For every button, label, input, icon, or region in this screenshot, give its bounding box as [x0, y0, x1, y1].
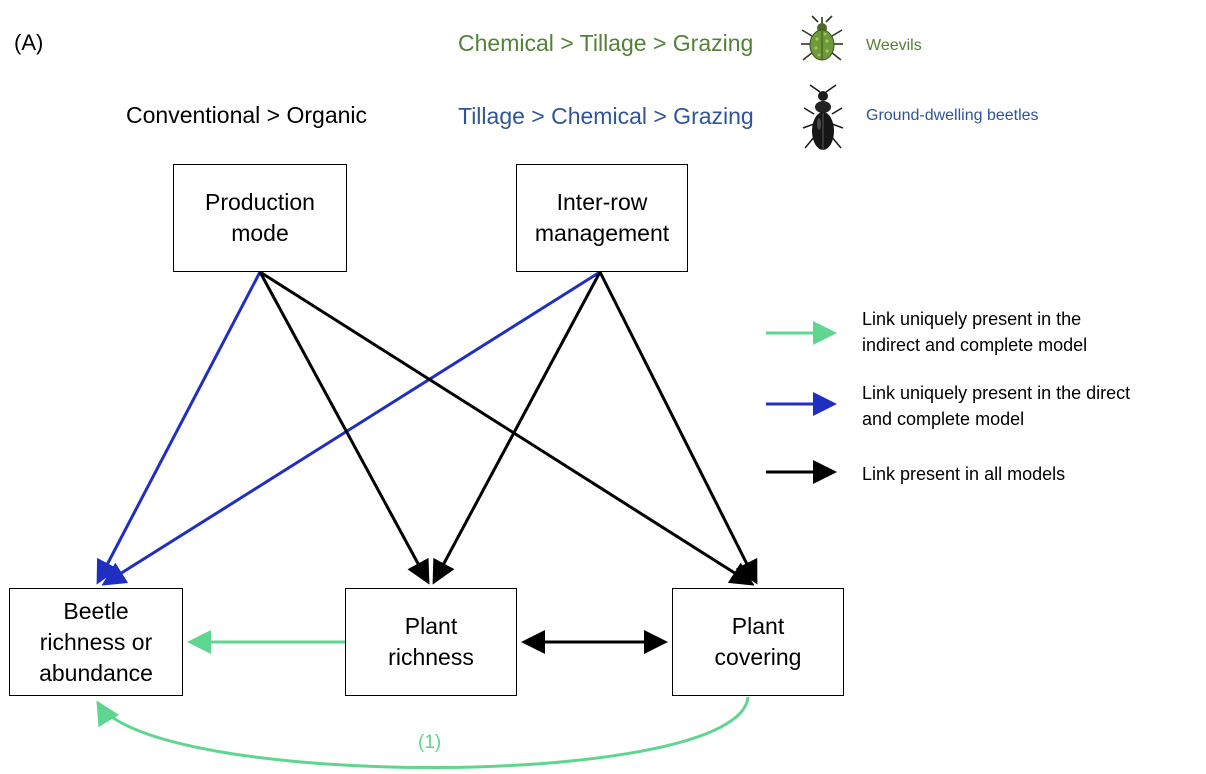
legend-green-label: Link uniquely present in the indirect an…: [862, 309, 1088, 355]
node-production-mode: Production mode: [173, 164, 347, 272]
legend-blue-label: Link uniquely present in the direct and …: [862, 383, 1131, 429]
node-plant-richness-label: Plant richness: [388, 613, 474, 670]
node-plant-richness: Plant richness: [345, 588, 517, 696]
node-inter-row-management-label: Inter-row management: [534, 189, 670, 246]
node-production-mode-label: Production mode: [205, 189, 315, 246]
ground-beetle-icon: [802, 84, 844, 150]
production-mode-ranking: Conventional > Organic: [126, 102, 368, 128]
link-production-to-richness: [258, 271, 430, 585]
link-interrow-to-richness: [432, 271, 602, 585]
node-inter-row-management: Inter-row management: [516, 164, 688, 272]
ground-beetles-label: Ground-dwelling beetles: [866, 107, 1039, 124]
link-annotation: (1): [418, 732, 442, 753]
legend-black-label: Link present in all models: [862, 464, 1066, 484]
node-plant-covering-label: Plant covering: [714, 613, 802, 670]
link-production-to-beetle: [96, 271, 262, 585]
node-plant-covering: Plant covering: [672, 588, 844, 696]
panel-label: (A): [14, 30, 44, 55]
node-beetle-richness: Beetle richness or abundance: [9, 588, 183, 696]
node-beetle-richness-label: Beetle richness or abundance: [39, 597, 153, 686]
link-interrow-to-covering: [598, 271, 758, 585]
weevils-label: Weevils: [866, 37, 922, 54]
link-covering-to-beetle: [96, 696, 750, 769]
ground-beetles-ranking: Tillage > Chemical > Grazing: [458, 103, 754, 129]
link-interrow-to-beetle: [101, 270, 601, 586]
weevils-ranking: Chemical > Tillage > Grazing: [458, 30, 754, 56]
weevil-icon: [801, 15, 843, 61]
link-production-to-covering: [259, 270, 755, 586]
